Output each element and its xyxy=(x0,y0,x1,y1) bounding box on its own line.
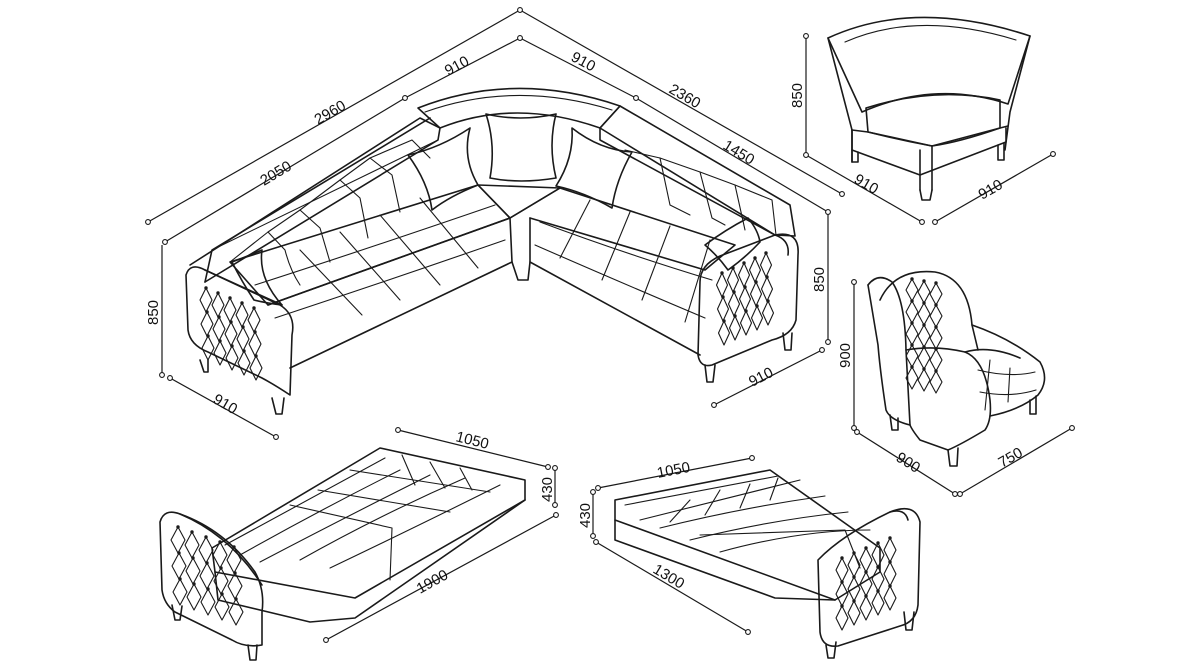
dim-sofa-total-right: 2360 xyxy=(666,81,703,112)
dim-bedleft-height: 430 xyxy=(539,477,556,502)
dim-armchair-width: 750 xyxy=(996,444,1026,471)
dim-sofa-left-section: 2050 xyxy=(257,158,294,190)
dim-sofa-height-right: 850 xyxy=(811,267,828,292)
dim-chair-depth-right: 910 xyxy=(976,176,1006,203)
dim-chair-depth-left: 910 xyxy=(851,171,881,198)
sofa-bed-right: 1050 430 1300 xyxy=(577,455,921,659)
dim-bedright-depth: 1050 xyxy=(656,459,692,482)
dim-bedright-height: 430 xyxy=(577,503,594,528)
corner-chair: 850 910 910 xyxy=(789,16,1056,225)
armchair-tufting xyxy=(905,277,943,394)
bed-left-arm-tufting xyxy=(170,525,244,626)
corner-sofa: 2960 910 910 2360 2050 1450 850 850 910 … xyxy=(145,7,845,440)
dim-sofa-right-section: 1450 xyxy=(720,137,757,169)
left-arm-tufting xyxy=(199,286,263,381)
dim-bedleft-depth: 1050 xyxy=(454,428,490,453)
dim-sofa-corner-left: 910 xyxy=(442,53,472,80)
dim-bedleft-length: 1900 xyxy=(414,566,451,597)
dim-armchair-depth: 900 xyxy=(893,449,923,477)
dim-sofa-height-left: 850 xyxy=(145,300,162,325)
dim-bedright-length: 1300 xyxy=(650,561,687,593)
armchair: 900 900 750 xyxy=(837,270,1075,497)
dim-armchair-height: 900 xyxy=(837,343,854,368)
dim-chair-height: 850 xyxy=(789,83,806,108)
sofa-bed-left: 1050 430 1900 xyxy=(159,427,559,661)
bed-right-arm-tufting xyxy=(835,536,897,631)
right-arm-tufting xyxy=(715,251,775,346)
dim-sofa-total-left: 2960 xyxy=(312,97,349,128)
